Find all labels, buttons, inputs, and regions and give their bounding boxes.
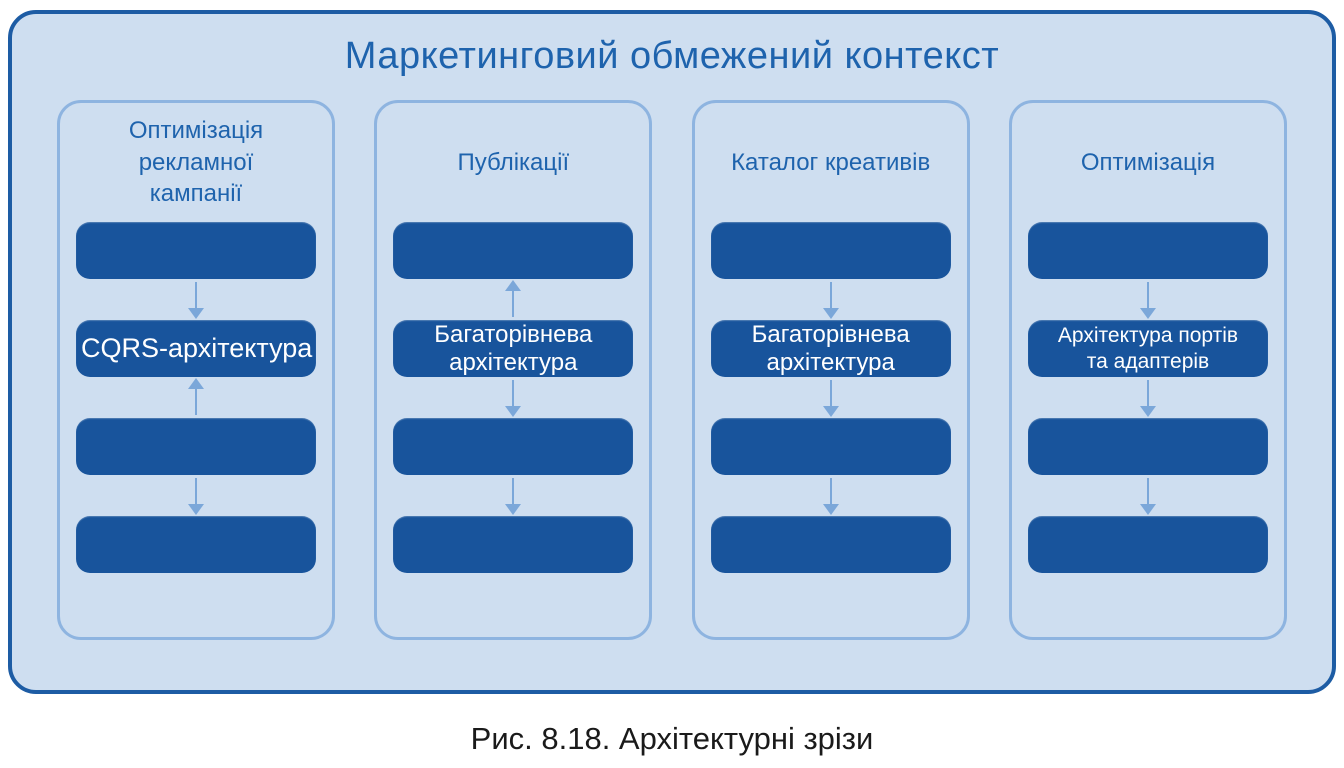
layer-box-label: Багаторівнева архітектура bbox=[434, 320, 593, 376]
layer-box bbox=[1027, 418, 1268, 475]
flow-arrow-icon bbox=[1012, 279, 1284, 320]
column-header: Оптимізація bbox=[1012, 103, 1284, 222]
layer-box bbox=[393, 418, 634, 475]
column-header-label: Оптимізація рекламної кампанії bbox=[128, 116, 264, 208]
layer-box bbox=[710, 516, 951, 573]
layer-box bbox=[393, 516, 634, 573]
layer-box bbox=[76, 516, 316, 573]
layer-box: Архітектура портів та адаптерів bbox=[1027, 320, 1268, 377]
column-publications: Публікації Багаторівнева архітектура bbox=[374, 100, 653, 640]
flow-arrow-icon bbox=[1012, 377, 1284, 418]
figure-caption: Рис. 8.18. Архітектурні зрізи bbox=[470, 721, 874, 756]
flow-arrow-icon bbox=[695, 475, 967, 516]
diagram-title: Маркетинговий обмежений контекст bbox=[344, 35, 1000, 77]
column-header-label: Каталог креативів bbox=[731, 148, 931, 176]
column-header: Каталог креативів bbox=[695, 103, 967, 222]
layer-box bbox=[76, 222, 316, 279]
flow-arrow-icon bbox=[60, 475, 332, 516]
layer-box bbox=[1027, 222, 1268, 279]
layer-box-label: CQRS-архітектура bbox=[81, 332, 313, 363]
flow-arrow-icon bbox=[695, 377, 967, 418]
flow-arrow-icon bbox=[695, 279, 967, 320]
layer-box bbox=[393, 222, 634, 279]
layer-box bbox=[710, 418, 951, 475]
layer-box-label: Багаторівнева архітектура bbox=[751, 320, 910, 376]
layer-box: Багаторівнева архітектура bbox=[710, 320, 951, 377]
flow-arrow-icon bbox=[1012, 475, 1284, 516]
column-creatives-catalog: Каталог креативів Багаторівнева архітект… bbox=[691, 100, 970, 640]
column-header-label: Публікації bbox=[457, 148, 570, 176]
column-header: Оптимізація рекламної кампанії bbox=[60, 103, 332, 222]
bounded-context-frame: Маркетинговий обмежений контекст Оптиміз… bbox=[8, 10, 1336, 694]
layer-box-label: Архітектура портів та адаптерів bbox=[1057, 323, 1239, 373]
layer-box: CQRS-архітектура bbox=[76, 320, 316, 377]
layer-box bbox=[710, 222, 951, 279]
flow-arrow-icon bbox=[377, 377, 649, 418]
flow-arrow-icon bbox=[377, 279, 649, 320]
context-columns: Оптимізація рекламної кампанії CQRS-архі… bbox=[12, 100, 1332, 640]
flow-arrow-icon bbox=[60, 279, 332, 320]
column-campaign-optimization: Оптимізація рекламної кампанії CQRS-архі… bbox=[57, 100, 335, 640]
layer-box bbox=[1027, 516, 1268, 573]
column-header: Публікації bbox=[377, 103, 649, 222]
layer-box: Багаторівнева архітектура bbox=[393, 320, 634, 377]
layer-box bbox=[76, 418, 316, 475]
column-header-label: Оптимізація bbox=[1080, 148, 1216, 176]
flow-arrow-icon bbox=[377, 475, 649, 516]
column-optimization: Оптимізація Архітектура портів та адапте… bbox=[1008, 100, 1287, 640]
flow-arrow-icon bbox=[60, 377, 332, 418]
